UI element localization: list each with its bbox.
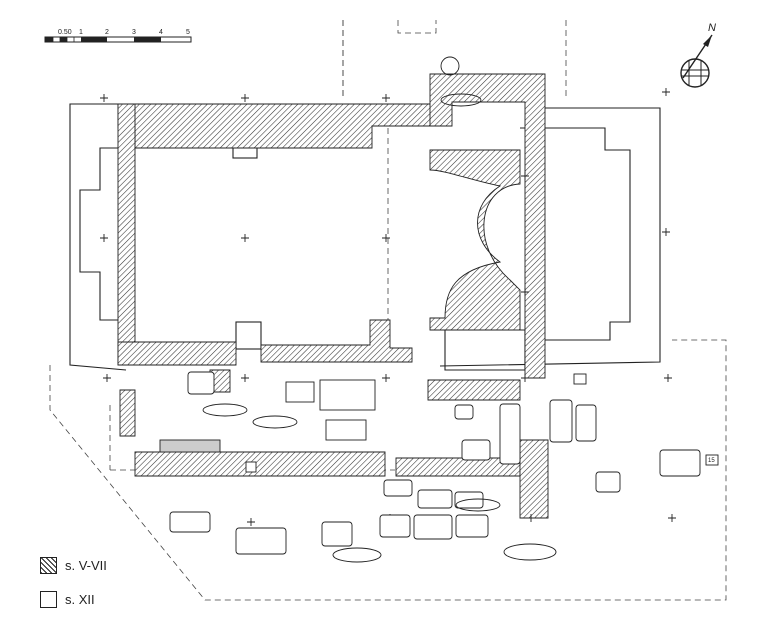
legend-label-plain: s. XII [65,592,95,607]
plain-swatch-icon [40,591,57,608]
stone-remains [159,371,701,555]
scale-label-0-50: 0.50 [58,29,72,36]
north-label: N [708,22,716,34]
scale-bar: 0.50 1 2 3 4 5 [44,29,192,43]
grave-tag-label: 15 [708,458,715,464]
scale-label-3: 3 [132,29,136,36]
hatched-swatch-icon [40,557,57,574]
grave-tag: 15 [705,454,719,466]
north-arrow-icon: N [680,22,716,88]
legend-item-plain: s. XII [40,591,95,608]
phase-v-vii-walls [117,73,549,519]
scale-label-4: 4 [159,29,163,36]
scale-label-1: 1 [79,29,83,36]
scale-label-5: 5 [186,29,190,36]
legend-item-hatched: s. V-VII [40,557,107,574]
scale-label-2: 2 [105,29,109,36]
burials [202,56,557,563]
legend-label-hatched: s. V-VII [65,558,107,573]
